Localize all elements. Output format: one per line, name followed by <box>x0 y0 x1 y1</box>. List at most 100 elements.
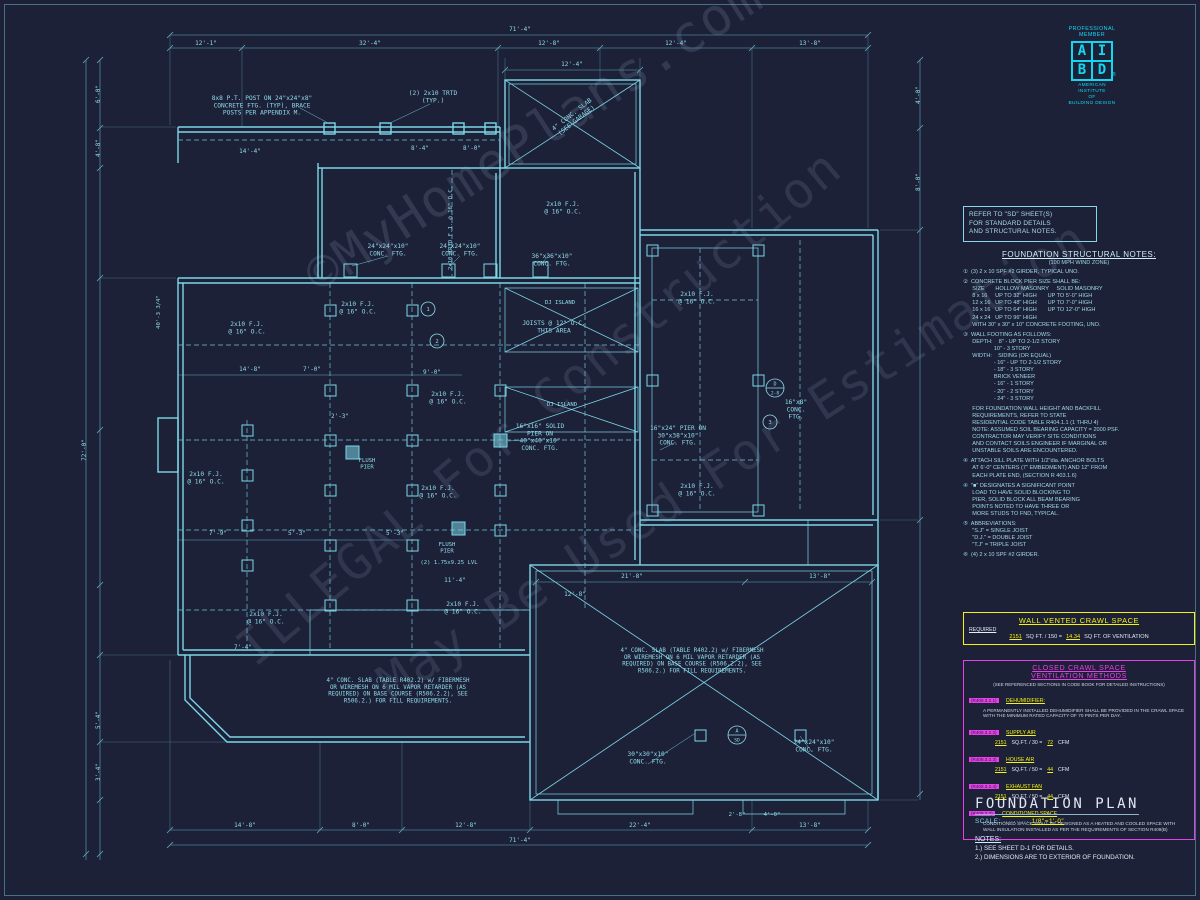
plan-label: 2x10 F.J.@ 16" O.C. <box>187 471 224 485</box>
plan-label: 2'-8" <box>729 812 746 818</box>
logo-letter-i: I <box>1092 41 1112 61</box>
code-badge: (R408.3.2.1) <box>969 697 999 703</box>
leader-lines <box>299 103 813 765</box>
plan-label: 13'-8" <box>809 573 831 580</box>
plan-label: 24"x24"x10"CONC. FTG. <box>794 739 835 753</box>
structural-note: ④ ATTACH SILL PLATE WITH 1/2"dia. ANCHOR… <box>963 458 1108 479</box>
structural-note: ⑥ (4) 2 x 10 SPF #2 GIRDER. <box>963 552 1040 559</box>
plan-label: 14'-8" <box>234 822 256 829</box>
aibd-letters: A I B D <box>1071 40 1113 81</box>
plan-label: 8'-0" <box>915 173 922 191</box>
plan-label: (2) 1.75x9.25 LVL <box>420 560 478 566</box>
plan-label: 22'-4" <box>629 822 651 829</box>
plan-label: 8'-0" <box>352 822 370 829</box>
logo-org-line2: OF <box>1088 94 1096 100</box>
structural-note: ⑤ ABBREVIATIONS: "S.J" = SINGLE JOIST "D… <box>963 521 1033 549</box>
structural-note: ④ "■" DESIGNATES A SIGNIFICANT POINT LOA… <box>963 482 1080 517</box>
refer-to-sd-box: REFER TO "SD" SHEET(S) FOR STANDARD DETA… <box>963 206 1097 242</box>
plan-label: 2x10 F.J.@ 16" O.C. <box>419 485 456 499</box>
wall-vented-result: 14.34 <box>1066 634 1081 640</box>
plan-label: 3 <box>768 420 771 426</box>
wall-vented-crawl-space-box: WALL VENTED CRAWL SPACE REQUIRED 2151 SQ… <box>963 612 1195 645</box>
plan-label: 13'-8" <box>799 822 821 829</box>
plan-label: A <box>735 729 738 735</box>
plan-label: SD <box>734 738 740 744</box>
plan-label: 2-8 <box>771 391 780 397</box>
plan-label: 12'-8" <box>455 822 477 829</box>
plan-label: 2x10 F.J.@ 16" O.C. <box>678 483 715 497</box>
wall-vented-required-label: REQUIRED <box>969 627 997 633</box>
registered-mark-icon: ® <box>1112 72 1116 78</box>
plan-label: 8x8 P.T. POST ON 24"x24"x8"CONCRETE FTG.… <box>212 95 313 117</box>
plan-label: 21'-8" <box>621 573 643 580</box>
conditioned-space-body: CONDITIONED SPACE SHALL BE DESIGNED AS A… <box>983 821 1176 833</box>
plan-marker: D 2-8 <box>765 378 785 398</box>
closed-crawl-title-2: VENTILATION METHODS <box>1031 671 1127 681</box>
dehumidifier-label: DEHUMIDIFIER: <box>1006 697 1045 704</box>
plan-label: 7'-4" <box>234 644 252 651</box>
exhaust-fan-formula: SQ.FT. / 50 = <box>1011 794 1043 801</box>
structural-note: ② CONCRETE BLOCK PIER SIZE SHALL BE: SIZ… <box>963 279 1103 328</box>
wall-vented-result-label: SQ FT. OF VENTILATION <box>1084 634 1149 640</box>
exhaust-fan-value: 44 <box>1047 794 1054 801</box>
plan-marker: 2 <box>429 333 445 349</box>
logo-letter-d: D <box>1092 60 1112 80</box>
supply-air-area: 2151 <box>995 740 1007 747</box>
structural-note: ① (3) 2 x 10 SPF #2 GIRDER, TYPICAL UNO. <box>963 269 1079 275</box>
code-badge: (R408.3.2.3) <box>969 757 999 763</box>
plan-label: 5'-3" <box>386 530 404 537</box>
plan-label: 32'-4" <box>359 40 381 47</box>
exhaust-fan-label: EXHAUST FAN <box>1006 784 1042 791</box>
logo-member: MEMBER <box>1078 32 1106 39</box>
supply-air-formula: SQ.FT. / 30 = <box>1011 740 1043 747</box>
plan-label: 2x10 F.J.@ 16" O.C. <box>444 601 481 615</box>
plan-label: 12'-4" <box>561 61 583 68</box>
plan-label: 24"x24"x10"CONC. FTG. <box>368 243 409 257</box>
aibd-logo: PROFESSIONAL MEMBER A I B D ® AMERICAN I… <box>1064 26 1120 107</box>
logo-professional: PROFESSIONAL <box>1068 26 1116 32</box>
exhaust-fan-area: 2151 <box>995 794 1007 801</box>
plan-label: (2) 2x10 TRTD(TYP.) <box>409 90 458 104</box>
plan-label: 4" CONC. SLAB (TABLE R402.2) w/ FIBERMES… <box>620 648 764 675</box>
house-air-area: 2151 <box>995 767 1007 774</box>
wall-vented-title: WALL VENTED CRAWL SPACE <box>1018 616 1140 625</box>
plan-label: D <box>773 382 776 388</box>
plan-label: 7'-0" <box>303 366 321 373</box>
wall-vented-area: 2151 <box>1009 634 1022 640</box>
wall-vented-formula: SQ FT. / 150 = <box>1025 634 1063 640</box>
sheet-note-2: 2.) DIMENSIONS ARE TO EXTERIOR OF FOUNDA… <box>975 853 1135 861</box>
plan-label: 3'-4" <box>95 763 102 781</box>
plan-label: 2x10 TRTD F.J. @ 16" O.C. <box>448 186 454 270</box>
plan-label: 5'-3" <box>288 530 306 537</box>
plan-label: 40'-3 3/4" <box>156 295 162 329</box>
plan-label: 7'-9" <box>209 530 227 537</box>
closed-crawl-subtitle: (SEE REFERENCED SECTIONS IN CODE BOOK FO… <box>993 681 1165 687</box>
supply-air-label: SUPPLY AIR <box>1006 730 1036 737</box>
plan-label: 2x10 F.J.@ 16" O.C. <box>247 611 284 625</box>
dimension-lines <box>82 31 924 860</box>
plan-marker: A SD <box>727 725 747 745</box>
plan-label: 12'-4" <box>665 40 687 47</box>
plan-label: 12'-1" <box>195 40 217 47</box>
plan-label: 2x10 F.J.@ 16" O.C. <box>228 321 265 335</box>
plan-label: 12'-8" <box>564 591 586 598</box>
plan-label: 4'-8" <box>95 139 102 157</box>
code-badge: (R408.3.2.2) <box>969 730 999 736</box>
structural-note: ③ WALL FOOTING AS FOLLOWS: DEPTH: 8" - U… <box>963 331 1062 402</box>
plan-label: 5'-4" <box>95 711 102 729</box>
plan-label: 8'-4" <box>411 145 429 152</box>
logo-org-line3: BUILDING DESIGN <box>1068 100 1116 106</box>
plan-label: DJ ISLAND <box>547 402 578 408</box>
plan-label: 36"x36"x10"CONC. FTG. <box>532 253 573 267</box>
house-air-unit: CFM <box>1058 767 1070 774</box>
plan-label: 12'-8" <box>538 40 560 47</box>
house-air-label: HOUSE AIR <box>1006 757 1035 764</box>
closed-crawl-space-box: CLOSED CRAWL SPACE VENTILATION METHODS (… <box>963 660 1195 841</box>
plan-label: 72'-0" <box>81 439 88 461</box>
plan-label: 2 <box>435 339 438 345</box>
plan-label: 30"x30"x10"CONC. FTG. <box>628 751 669 765</box>
